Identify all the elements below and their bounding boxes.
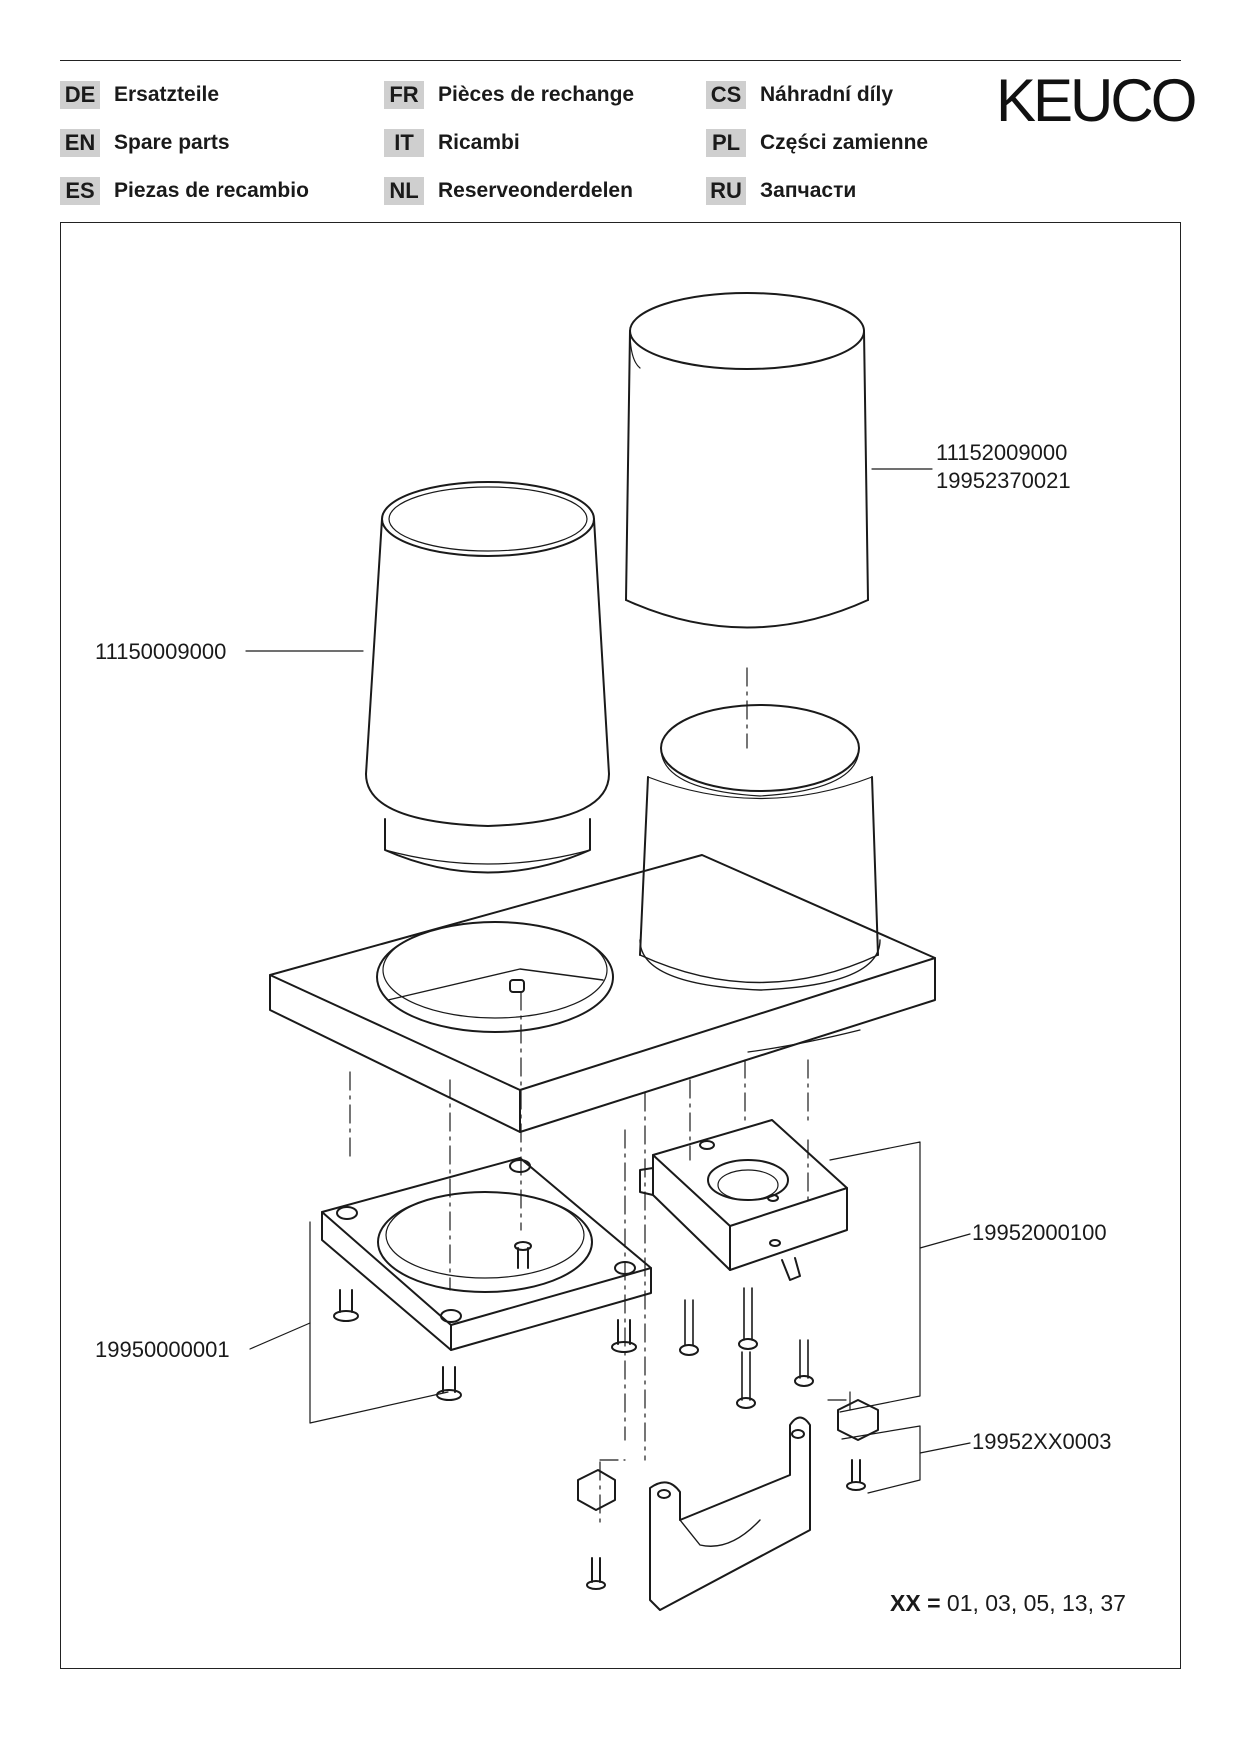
lang-label-it: Ricambi (438, 131, 520, 154)
lang-row-it: IT Ricambi (384, 128, 520, 158)
lang-label-de: Ersatzteile (114, 83, 220, 106)
variant-note: XX = 01, 03, 05, 13, 37 (890, 1590, 1126, 1617)
screws-drawing (333, 1287, 866, 1590)
lang-row-cs: CS Náhradní díly (706, 80, 893, 110)
lang-code-en: EN (60, 129, 100, 157)
tumbler-right-drawing (625, 292, 869, 629)
lang-code-fr: FR (384, 81, 424, 109)
lang-row-fr: FR Pièces de rechange (384, 80, 634, 110)
lang-row-en: EN Spare parts (60, 128, 230, 158)
lang-row-de: DE Ersatzteile (60, 80, 219, 110)
label-insert-mount: 19952000100 (972, 1220, 1107, 1245)
label-tumbler-right-2: 19952370021 (936, 468, 1071, 493)
brand-logo: KEUCO (996, 67, 1197, 134)
lang-code-ru: RU (706, 177, 746, 205)
lang-code-pl: PL (706, 129, 746, 157)
lang-label-cs: Náhradní díly (760, 83, 894, 106)
lang-label-nl: Reserveonderdelen (438, 179, 633, 202)
top-rule (60, 60, 1181, 61)
holder-plate-drawing (321, 1157, 652, 1351)
clamp-bracket-drawing (577, 1399, 879, 1611)
lang-code-cs: CS (706, 81, 746, 109)
lang-code-de: DE (60, 81, 100, 109)
drawing-frame (60, 222, 1181, 1669)
lang-row-es: ES Piezas de recambio (60, 176, 309, 206)
variant-key: XX (890, 1590, 921, 1616)
lang-label-en: Spare parts (114, 131, 230, 154)
label-holder-plate: 19950000001 (95, 1337, 230, 1362)
lang-code-nl: NL (384, 177, 424, 205)
lang-row-nl: NL Reserveonderdelen (384, 176, 633, 206)
lang-label-ru: Запчасти (760, 179, 857, 202)
mounting-block-drawing (639, 1119, 848, 1281)
holder-base-drawing (269, 854, 936, 1133)
lang-row-pl: PL Części zamienne (706, 128, 928, 158)
lang-label-es: Piezas de recambio (114, 179, 309, 202)
tumbler-insert-drawing (639, 704, 879, 984)
callout-lines (245, 468, 971, 1494)
lang-code-es: ES (60, 177, 100, 205)
lang-row-ru: RU Запчасти (706, 176, 856, 206)
language-title-grid: DE Ersatzteile EN Spare parts ES Piezas … (60, 80, 960, 210)
assembly-center-lines (349, 667, 851, 1529)
tumbler-left-drawing (365, 481, 610, 874)
lang-code-it: IT (384, 129, 424, 157)
lang-label-fr: Pièces de rechange (438, 83, 635, 106)
variant-equals: = (920, 1590, 941, 1616)
label-clamp-set: 19952XX0003 (972, 1429, 1111, 1454)
lang-label-pl: Części zamienne (760, 131, 929, 154)
label-tumbler-right-1: 11152009000 (936, 440, 1067, 465)
label-tumbler-left: 11150009000 (95, 639, 226, 664)
variant-values: 01, 03, 05, 13, 37 (940, 1590, 1126, 1616)
